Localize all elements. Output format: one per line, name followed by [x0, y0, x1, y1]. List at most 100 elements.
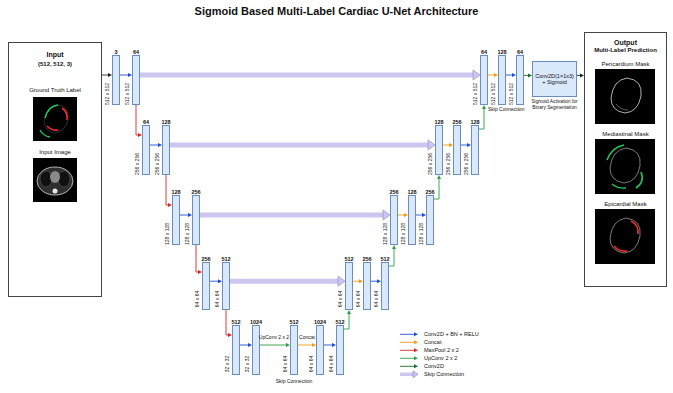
layer-arrow — [371, 281, 377, 282]
size-label: 32 x 32 — [245, 356, 251, 372]
feature-map: 256128 x 128 — [426, 195, 434, 245]
channel-count: 512 — [344, 256, 353, 262]
layer-arrow — [180, 215, 188, 216]
legend-sample — [400, 342, 414, 343]
output-layer-box: Conv2D(1×1x3) + SigmoidSigmoid Activatio… — [532, 61, 577, 97]
layer-arrow — [226, 310, 228, 335]
channel-count: 128 — [497, 49, 506, 55]
panel-caption: Ground Truth Label — [9, 87, 101, 94]
size-label: 128 x 128 — [185, 223, 191, 245]
feature-map: 3512 x 512 — [112, 55, 120, 105]
ground-truth-image — [33, 97, 77, 141]
channel-count: 256 — [191, 189, 200, 195]
note-label: UpConv 2 x 2 — [259, 335, 289, 341]
size-label: 128 x 128 — [419, 223, 425, 245]
skip-connection-arrow — [140, 73, 473, 78]
channel-count: 3 — [114, 49, 117, 55]
panel-caption: Input Image — [9, 149, 101, 156]
label-contour — [62, 108, 67, 120]
lung — [58, 171, 70, 187]
feature-map: 128512 x 512 — [498, 55, 506, 105]
channel-count: 1024 — [250, 319, 262, 325]
feature-map: 51264 x 64 — [345, 262, 353, 310]
legend-arrow — [400, 373, 413, 377]
feature-map: 102432 x 32 — [252, 325, 260, 375]
feature-map: 64256 x 256 — [142, 125, 150, 175]
size-label: 256 x 256 — [155, 153, 161, 175]
lung — [40, 171, 52, 187]
layer-arrow — [120, 75, 128, 76]
channel-count: 512 — [335, 319, 344, 325]
channel-count: 128 — [171, 189, 180, 195]
panel-caption: Multi-Label Prediction — [585, 47, 666, 54]
layer-arrow — [488, 75, 494, 76]
panel-caption: Epicardial Mask — [585, 201, 666, 208]
legend-arrow — [400, 358, 414, 359]
legend-arrow — [400, 350, 414, 351]
mask-contour — [612, 184, 626, 188]
layer-name: Conv2D(1×1x3) + Sigmoid — [535, 73, 574, 86]
label-contour — [47, 126, 58, 130]
layer-arrow — [344, 314, 349, 329]
size-label: 64 x 64 — [215, 291, 221, 307]
feature-map: 102464 x 64 — [316, 325, 324, 375]
layer-arrow — [577, 75, 580, 76]
size-label: 128 x 128 — [383, 223, 389, 245]
size-label: 32 x 32 — [225, 356, 231, 372]
size-label: 512 x 512 — [491, 83, 497, 105]
size-label: 64 x 64 — [329, 356, 335, 372]
heart — [50, 171, 60, 183]
legend-arrow — [400, 334, 414, 335]
panel-heading: Output — [585, 39, 666, 47]
channel-count: 128 — [161, 119, 170, 125]
size-label: 64 x 64 — [356, 291, 362, 307]
panel-heading: Input — [9, 51, 101, 59]
legend-text: MaxPool 2 x 2 — [424, 347, 459, 353]
mask-contour — [607, 145, 624, 160]
size-label: 128 x 128 — [165, 223, 171, 245]
size-label: 256 x 256 — [446, 153, 452, 175]
channel-count: 512 — [289, 319, 298, 325]
legend-sample — [400, 350, 414, 351]
diagram-title: Sigmoid Based Multi-Label Cardiac U-Net … — [0, 5, 673, 18]
channel-count: 64 — [517, 49, 523, 55]
skip-connection-arrow — [230, 279, 338, 284]
layer-arrow — [434, 179, 439, 199]
label-contour — [40, 130, 50, 137]
panel-caption: Pericardium Mask — [585, 61, 666, 68]
layer-arrow — [102, 75, 108, 76]
channel-count: 256 — [389, 189, 398, 195]
layer-arrow — [443, 145, 449, 146]
skip-connection-arrow — [170, 143, 428, 148]
feature-map: 256128 x 128 — [390, 195, 398, 245]
layer-arrow — [524, 75, 528, 76]
channel-count: 128 — [407, 189, 416, 195]
layer-caption: Sigmoid Activation for Binary Segmentati… — [529, 99, 581, 110]
channel-count: 128 — [470, 119, 479, 125]
channel-count: 256 — [425, 189, 434, 195]
mask-contour — [610, 218, 640, 253]
mask-contour — [631, 221, 638, 234]
size-label: 512 x 512 — [473, 83, 479, 105]
layer-arrow — [260, 345, 286, 346]
feature-map: 256256 x 256 — [453, 125, 461, 175]
legend-text: Concat — [424, 339, 441, 345]
size-label: 128 x 128 — [401, 223, 407, 245]
input-ct-image — [33, 158, 77, 202]
mask-contour — [616, 104, 628, 110]
layer-arrow — [389, 249, 394, 266]
feature-map: 64512 x 512 — [516, 55, 524, 105]
layer-arrow — [136, 105, 138, 135]
feature-map: 128128 x 128 — [408, 195, 416, 245]
legend-text: UpConv 2 x 2 — [424, 355, 457, 361]
layer-arrow — [416, 215, 422, 216]
legend-arrow — [400, 342, 414, 343]
size-label: 64 x 64 — [195, 291, 201, 307]
layer-arrow — [196, 245, 198, 272]
channel-count: 64 — [133, 49, 139, 55]
spine — [53, 189, 58, 194]
size-label: 256 x 256 — [428, 153, 434, 175]
mask-contour — [610, 148, 640, 183]
channel-count: 64 — [481, 49, 487, 55]
